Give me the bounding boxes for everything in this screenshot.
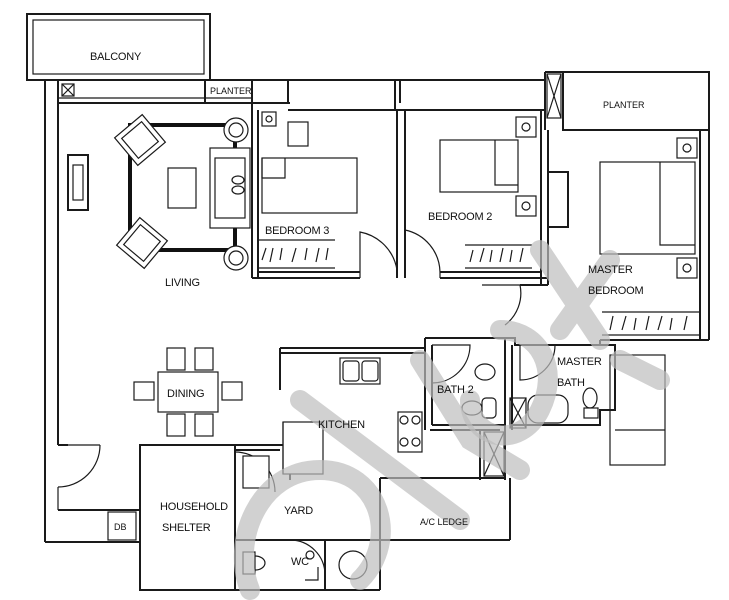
label-master-bedroom-1: MASTER xyxy=(588,264,633,276)
label-master-bath-1: MASTER xyxy=(557,356,602,368)
label-bath2: BATH 2 xyxy=(437,384,474,396)
room-labels: BALCONY PLANTER PLANTER BEDROOM 3 BEDROO… xyxy=(90,51,645,568)
doors xyxy=(57,229,556,576)
master-furniture xyxy=(599,137,700,336)
label-master-bath-2: BATH xyxy=(557,377,585,389)
label-planter-left: PLANTER xyxy=(210,86,252,96)
bedroom2-furniture xyxy=(439,116,537,269)
label-bedroom3: BEDROOM 3 xyxy=(265,225,329,237)
label-household-1: HOUSEHOLD xyxy=(160,501,228,513)
label-kitchen: KITCHEN xyxy=(318,419,365,431)
label-living: LIVING xyxy=(165,277,200,289)
label-db: DB xyxy=(114,522,127,532)
watermark xyxy=(233,240,670,600)
label-wc: WC xyxy=(291,556,309,568)
dining-furniture xyxy=(133,347,243,437)
label-planter-right: PLANTER xyxy=(603,100,645,110)
label-dining: DINING xyxy=(167,388,204,400)
label-household-2: SHELTER xyxy=(162,522,211,534)
label-ac-ledge: A/C LEDGE xyxy=(420,517,468,527)
bedroom3-furniture xyxy=(258,111,358,269)
label-yard: YARD xyxy=(284,505,313,517)
label-bedroom2: BEDROOM 2 xyxy=(428,211,492,223)
living-furniture xyxy=(113,113,251,271)
label-balcony: BALCONY xyxy=(90,51,142,63)
label-master-bedroom-2: BEDROOM xyxy=(588,285,643,297)
